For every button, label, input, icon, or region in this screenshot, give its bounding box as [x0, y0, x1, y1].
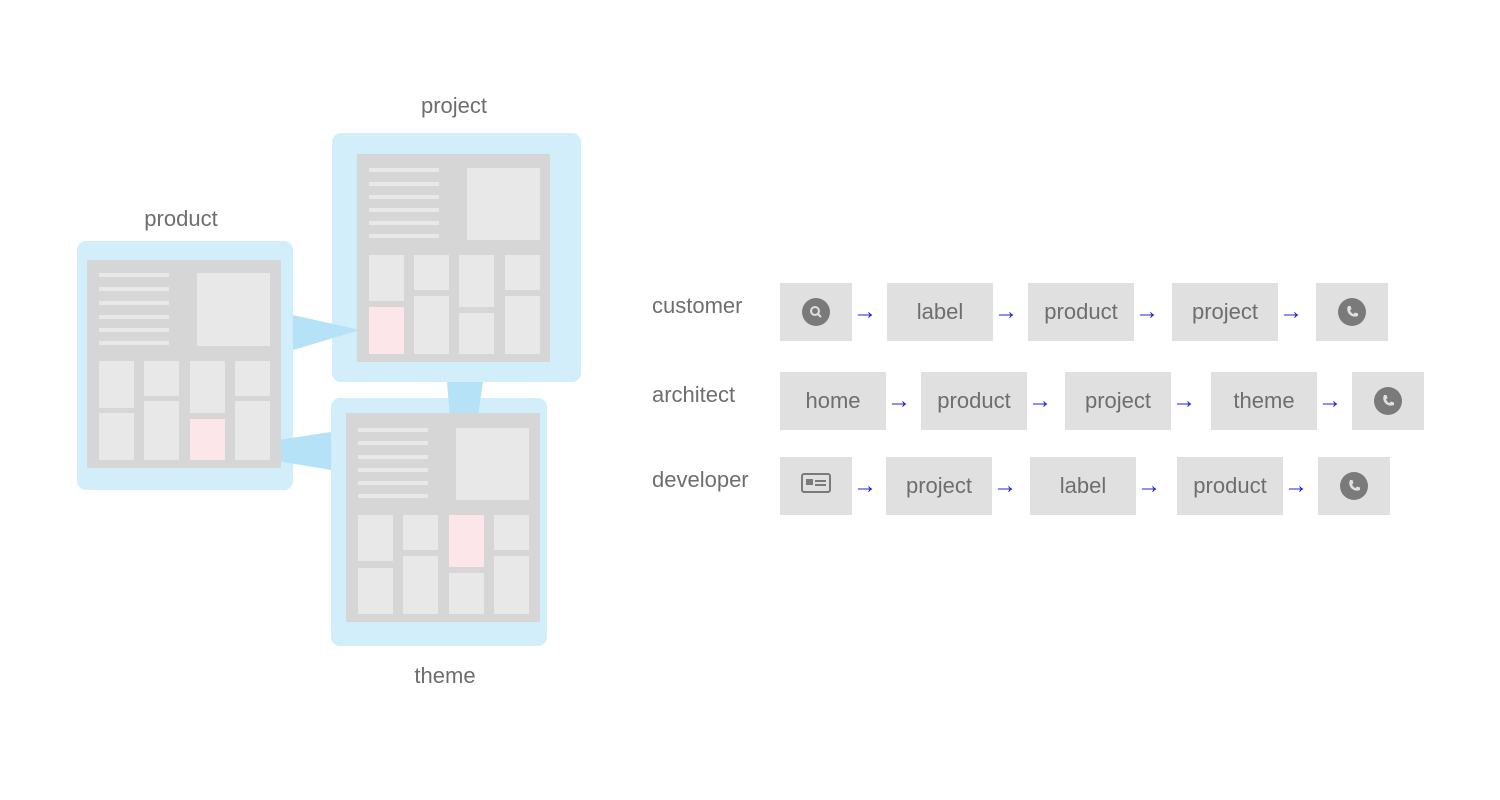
step-project: project	[1172, 283, 1278, 341]
phone-icon	[1374, 387, 1402, 415]
arrow-icon: →	[994, 298, 1018, 325]
step-label: label	[887, 283, 993, 341]
step-theme: theme	[1211, 372, 1317, 430]
role-label: architect	[652, 382, 736, 407]
step-project: project	[886, 457, 992, 515]
arrow-icon: →	[1137, 472, 1161, 499]
step-id-card	[780, 457, 852, 515]
step-phone	[1316, 283, 1388, 341]
connector-product-to-project	[293, 315, 360, 350]
step-product: product	[1028, 283, 1134, 341]
role-label: customer	[652, 293, 743, 318]
phone-icon	[1338, 298, 1366, 326]
id-card-icon	[801, 473, 831, 499]
project-wireframe	[357, 154, 550, 362]
product-highlight-block	[190, 419, 225, 460]
theme-highlight-block	[449, 515, 484, 567]
step-project: project	[1065, 372, 1171, 430]
phone-icon	[1340, 472, 1368, 500]
product-wireframe	[87, 260, 281, 468]
step-search	[780, 283, 852, 341]
product-label: product	[144, 206, 217, 231]
step-home: home	[780, 372, 886, 430]
arrow-icon: →	[1284, 472, 1308, 499]
project-highlight-block	[369, 307, 404, 354]
role-label: developer	[652, 467, 749, 492]
project-label: project	[421, 93, 487, 118]
search-icon	[802, 298, 830, 326]
arrow-icon: →	[1172, 387, 1196, 414]
theme-label: theme	[414, 663, 475, 688]
arrow-icon: →	[1028, 387, 1052, 414]
arrow-icon: →	[887, 387, 911, 414]
step-product: product	[921, 372, 1027, 430]
theme-wireframe	[346, 413, 540, 622]
arrow-icon: →	[993, 472, 1017, 499]
step-product: product	[1177, 457, 1283, 515]
arrow-icon: →	[1318, 387, 1342, 414]
arrow-icon: →	[853, 472, 877, 499]
arrow-icon: →	[1135, 298, 1159, 325]
arrow-icon: →	[1279, 298, 1303, 325]
arrow-icon: →	[853, 298, 877, 325]
step-label: label	[1030, 457, 1136, 515]
step-phone	[1318, 457, 1390, 515]
step-phone	[1352, 372, 1424, 430]
